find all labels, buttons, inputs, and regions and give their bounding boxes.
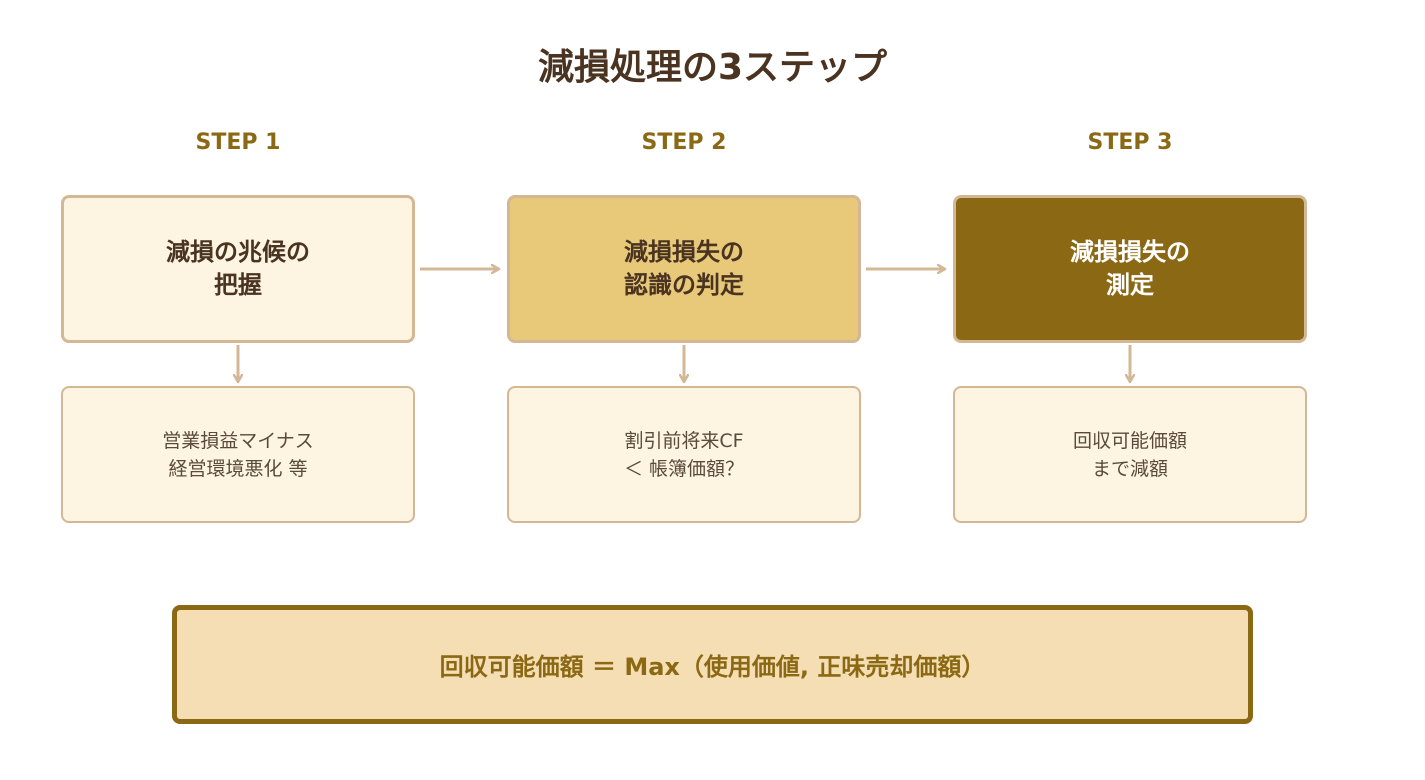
step-3-detail-box: 回収可能価額 まで減額 <box>953 386 1307 523</box>
step-1-detail-box: 営業損益マイナス 経営環境悪化 等 <box>61 386 415 523</box>
step-1-box: 減損の兆候の 把握 <box>61 195 415 343</box>
page-title: 減損処理の3ステップ <box>537 47 888 88</box>
step-3-label: STEP 3 <box>1087 130 1173 155</box>
step-1-label: STEP 1 <box>195 130 281 155</box>
step-1-detail-line-1: 営業損益マイナス <box>162 429 314 452</box>
step-1-title-line-1: 減損の兆候の <box>166 238 310 266</box>
step-2-detail-line-2: ＜ 帳簿価額？ <box>623 457 745 480</box>
step-3-detail-line-1: 回収可能価額 <box>1072 429 1187 452</box>
step-2-title-line-2: 認識の判定 <box>624 271 744 299</box>
formula-box: 回収可能価額 ＝ Max（使用価値, 正味売却価額） <box>172 605 1253 724</box>
step-3-title-line-2: 測定 <box>1106 271 1154 299</box>
step-2-detail-box: 割引前将来CF ＜ 帳簿価額？ <box>507 386 861 523</box>
step-2-box: 減損損失の 認識の判定 <box>507 195 861 343</box>
step-1-title-line-2: 把握 <box>214 271 262 299</box>
step-3-title-line-1: 減損損失の <box>1070 238 1190 266</box>
step-3-detail-line-2: まで減額 <box>1091 457 1168 480</box>
step-1-detail-line-2: 経営環境悪化 等 <box>168 457 308 480</box>
step-2-detail-line-1: 割引前将来CF <box>624 429 744 452</box>
step-2-label: STEP 2 <box>641 130 727 155</box>
step-3-box: 減損損失の 測定 <box>953 195 1307 343</box>
formula-text: 回収可能価額 ＝ Max（使用価値, 正味売却価額） <box>439 653 986 681</box>
step-2-title-line-1: 減損損失の <box>624 238 744 266</box>
